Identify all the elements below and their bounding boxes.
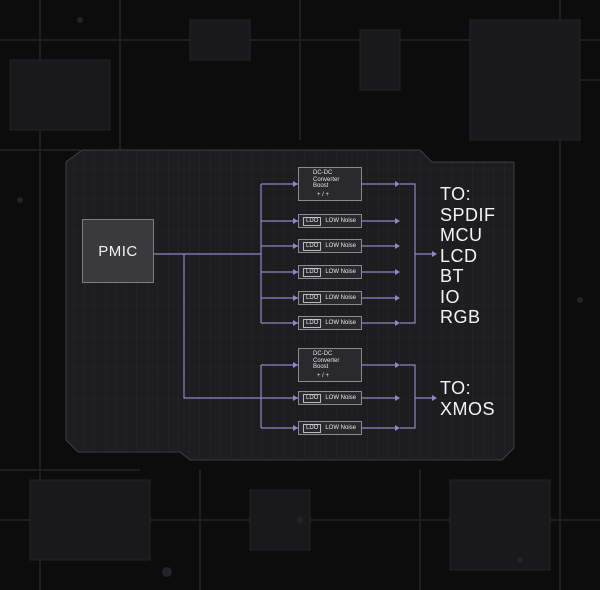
ldo-tag: LDO (303, 267, 322, 277)
dcdc-title-line: Converter (313, 176, 340, 183)
ldo-label: LOW Noise (325, 269, 357, 275)
dcdc-title-line: DC-DC (313, 170, 333, 176)
destination-list-1: TO: SPDIF MCU LCD BT IO RGB (440, 184, 496, 328)
ldo-tag: LDO (303, 393, 322, 403)
ldo-block: LDO LOW Noise (298, 421, 362, 435)
ldo-block: LDO LOW Noise (298, 391, 362, 405)
dcdc-title-line: Boost (313, 183, 329, 189)
dcdc-converter-block: DC-DC Converter Boost + / + (298, 348, 362, 382)
destination-item: SPDIF (440, 204, 496, 225)
destination-list-2: TO: XMOS (440, 378, 495, 419)
destination-item: MCU (440, 225, 483, 245)
ldo-block: LDO LOW Noise (298, 265, 362, 279)
ldo-label: LOW Noise (325, 295, 357, 301)
ldo-label: LOW Noise (325, 320, 357, 326)
destination-heading: TO: (440, 184, 472, 204)
pmic-label: PMIC (98, 242, 138, 260)
connection-lines (154, 183, 432, 429)
ldo-block: LDO LOW Noise (298, 291, 362, 305)
ldo-tag: LDO (303, 423, 322, 433)
destination-item: BT (440, 266, 465, 286)
dcdc-title-line: DC-DC (313, 351, 333, 357)
ldo-label: LOW Noise (325, 243, 357, 249)
destination-heading: TO: (440, 378, 472, 398)
ldo-tag: LDO (303, 293, 322, 303)
ldo-block: LDO LOW Noise (298, 316, 362, 330)
dcdc-title-line: Boost (313, 364, 329, 370)
ldo-tag: LDO (303, 318, 322, 328)
destination-item: RGB (440, 307, 481, 327)
dcdc-sign: + / + (317, 191, 330, 198)
destination-item: IO (440, 286, 461, 307)
dcdc-title-line: Converter (313, 357, 340, 364)
pmic-block: PMIC (82, 219, 154, 283)
destination-item: XMOS (440, 398, 496, 419)
ldo-tag: LDO (303, 241, 322, 251)
ldo-tag: LDO (303, 216, 322, 226)
arrowheads (293, 181, 437, 431)
ldo-label: LOW Noise (325, 425, 357, 431)
destination-item: LCD (440, 245, 478, 266)
ldo-label: LOW Noise (325, 395, 357, 401)
dcdc-converter-block: DC-DC Converter Boost + / + (298, 167, 362, 201)
ldo-label: LOW Noise (325, 218, 357, 224)
dcdc-sign: + / + (317, 372, 330, 379)
ldo-block: LDO LOW Noise (298, 214, 362, 228)
ldo-block: LDO LOW Noise (298, 239, 362, 253)
